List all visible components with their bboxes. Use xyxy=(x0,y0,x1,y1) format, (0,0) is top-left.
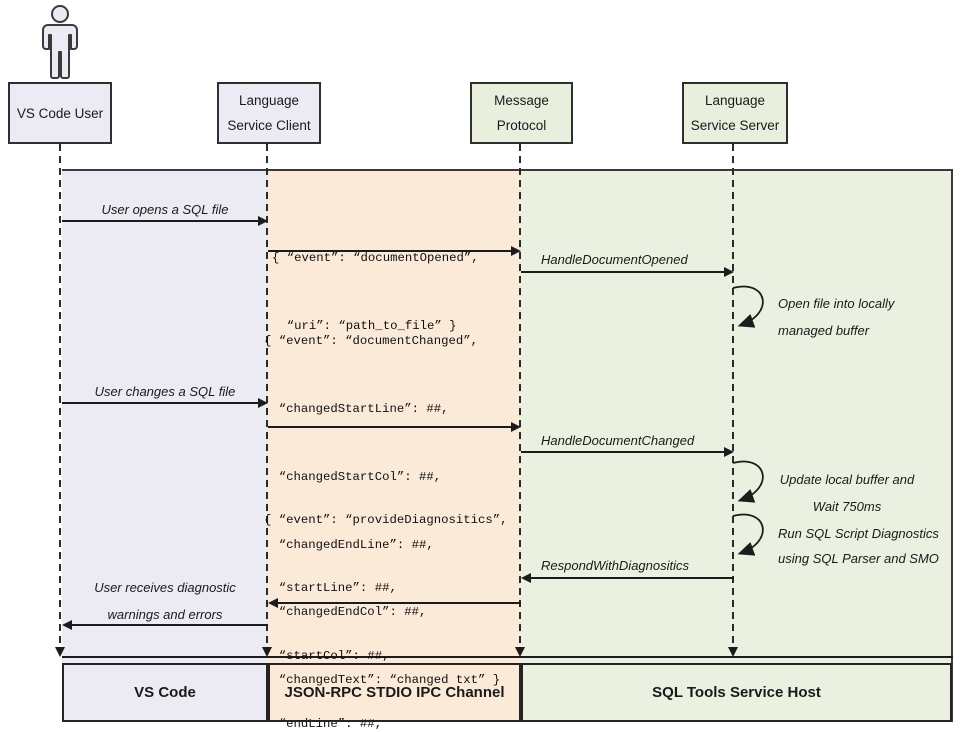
lifeline-protocol xyxy=(519,144,521,654)
actor-box-message-protocol: Message Protocol xyxy=(470,82,573,144)
message-label-line: User receives diagnostic xyxy=(94,580,236,595)
payload-line: “startCol”: ##, xyxy=(264,648,390,663)
message-label-receive-diagnostics: User receives diagnostic warnings and er… xyxy=(62,574,268,628)
self-loop-arrow xyxy=(732,460,764,503)
band-bottom-line xyxy=(62,656,953,658)
payload-line: “changedStartLine”: ##, xyxy=(264,401,449,416)
payload-line: { “event”: “documentChanged”, xyxy=(264,334,479,349)
payload-document-opened: { “event”: “documentOpened”, “uri”: “pat… xyxy=(272,202,479,383)
payload-line: “changedStartCol”: ##, xyxy=(264,469,442,484)
lifeline-user xyxy=(59,144,61,654)
note-line: managed buffer xyxy=(778,323,870,338)
message-arrow-change-file xyxy=(62,402,260,404)
payload-line: { “event”: “provideDiagnositics”, xyxy=(264,513,508,528)
message-arrow-handle-changed xyxy=(521,451,726,453)
note-update-buffer: Update local buffer and Wait 750ms xyxy=(762,466,932,520)
arrowhead-right-icon xyxy=(724,267,734,277)
payload-line: “changedEndCol”: ##, xyxy=(264,605,427,620)
footer-box-service-host: SQL Tools Service Host xyxy=(521,663,952,722)
payload-line: “changedText”: “changed txt” } xyxy=(264,673,501,688)
note-run-diagnostics: Run SQL Script Diagnostics using SQL Par… xyxy=(778,521,939,571)
payload-line: “uri”: “path_to_file” } xyxy=(272,318,457,333)
actor-label-line: Service Server xyxy=(690,117,780,133)
self-loop-arrow xyxy=(732,513,764,556)
actor-label-line: Language xyxy=(238,93,300,109)
actor-label-line: Message xyxy=(494,93,549,109)
arrowhead-left-icon xyxy=(62,620,72,630)
arrowhead-right-icon xyxy=(724,447,734,457)
payload-document-changed: { “event”: “documentChanged”, “changedSt… xyxy=(264,285,500,732)
lifeline-end-arrow xyxy=(55,647,65,657)
footer-label: SQL Tools Service Host xyxy=(652,684,821,701)
lane-ipc-channel xyxy=(268,170,521,722)
message-label-respond-diagnostics: RespondWithDiagnositics xyxy=(541,558,690,573)
actor-label-line: Protocol xyxy=(496,117,547,133)
arrowhead-right-icon xyxy=(258,398,268,408)
lifeline-end-arrow xyxy=(515,647,525,657)
self-loop-arrow xyxy=(732,285,764,328)
arrowhead-right-icon xyxy=(258,216,268,226)
message-arrow-receive-diagnostics xyxy=(70,624,268,626)
message-label-change-file: User changes a SQL file xyxy=(94,384,236,399)
note-open-buffer: Open file into locally managed buffer xyxy=(778,290,894,344)
footer-label: JSON-RPC STDIO IPC Channel xyxy=(284,684,505,701)
arrowhead-right-icon xyxy=(511,246,521,256)
lifeline-end-arrow xyxy=(728,647,738,657)
message-label-handle-changed: HandleDocumentChanged xyxy=(541,433,695,448)
message-arrow-handle-opened xyxy=(521,271,726,273)
note-line: Run SQL Script Diagnostics xyxy=(778,526,939,541)
actor-label-line: Language xyxy=(704,93,766,109)
payload-line: { “event”: “documentOpened”, xyxy=(272,251,479,266)
band-right-border xyxy=(951,169,953,722)
actor-box-language-service-client: Language Service Client xyxy=(217,82,321,144)
actor-label: VS Code User xyxy=(16,105,104,121)
message-arrow-document-opened xyxy=(268,250,513,252)
lifeline-end-arrow xyxy=(262,647,272,657)
lane-service-host xyxy=(521,170,952,722)
actor-label-line: Service Client xyxy=(227,117,311,133)
lifeline-server xyxy=(732,144,734,654)
arrowhead-left-icon xyxy=(268,598,278,608)
message-label-handle-opened: HandleDocumentOpened xyxy=(541,252,688,267)
payload-line: “startLine”: ##, xyxy=(264,580,397,595)
message-arrow-document-changed xyxy=(268,426,513,428)
actor-box-language-service-server: Language Service Server xyxy=(682,82,788,144)
note-line: Open file into locally xyxy=(778,296,895,311)
footer-box-ipc-channel: JSON-RPC STDIO IPC Channel xyxy=(268,663,521,722)
message-arrow-respond-diagnostics xyxy=(529,577,734,579)
arrowhead-left-icon xyxy=(521,573,531,583)
person-icon xyxy=(42,5,78,79)
payload-line: “changedEndLine”: ##, xyxy=(264,537,434,552)
message-arrow-diagnostics-to-client xyxy=(276,602,521,604)
arrowhead-right-icon xyxy=(511,422,521,432)
band-top-border xyxy=(62,169,953,171)
footer-label: VS Code xyxy=(134,684,196,701)
note-line: Wait 750ms xyxy=(812,499,882,514)
message-label-line: warnings and errors xyxy=(107,607,223,622)
lane-vscode xyxy=(62,170,268,722)
message-label-open-file: User opens a SQL file xyxy=(101,202,229,217)
note-line: Update local buffer and xyxy=(779,472,915,487)
note-line: using SQL Parser and SMO xyxy=(778,551,939,566)
message-arrow-open-file xyxy=(62,220,260,222)
actor-box-vscode-user: VS Code User xyxy=(8,82,112,144)
footer-box-vscode: VS Code xyxy=(62,663,268,722)
